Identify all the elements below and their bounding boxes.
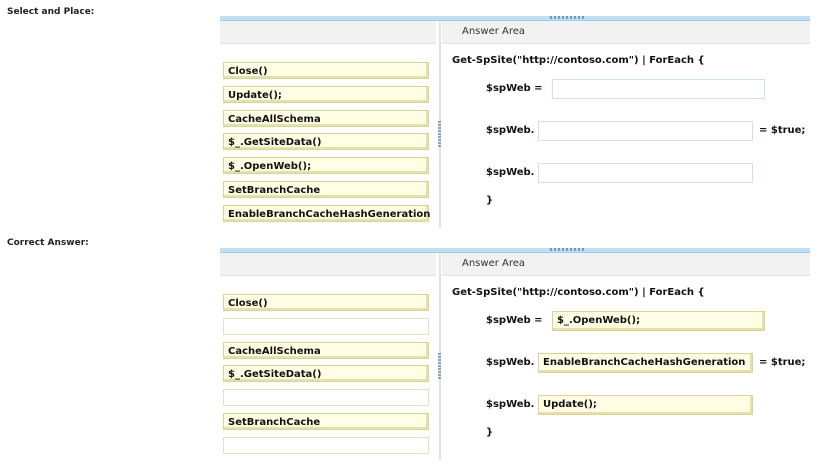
divider-handle[interactable]: [438, 353, 441, 379]
answer-slot-3[interactable]: [538, 163, 753, 183]
code-web-property: $spWeb.: [486, 125, 535, 136]
code-line-foreach: Get-SpSite("http://contoso.com") | ForEa…: [452, 55, 705, 66]
code-web-method: $spWeb.: [486, 167, 535, 178]
answer-slot-1[interactable]: [552, 79, 765, 99]
answer-area: Answer Area Get-SpSite("http://contoso.c…: [442, 21, 810, 228]
code-web-method: $spWeb.: [486, 399, 535, 410]
code-close-brace: }: [486, 427, 494, 438]
answer-area-title: Answer Area: [442, 253, 810, 276]
choice-tile[interactable]: CacheAllSchema: [223, 110, 429, 127]
answer-area: Answer Area Get-SpSite("http://contoso.c…: [442, 253, 810, 460]
code-line-foreach: Get-SpSite("http://contoso.com") | ForEa…: [452, 287, 705, 298]
answer-area-title: Answer Area: [442, 21, 810, 44]
choice-tile[interactable]: Close(): [223, 62, 429, 79]
answer-slot-1[interactable]: $_.OpenWeb();: [552, 311, 765, 331]
answer-slot-2[interactable]: [538, 121, 753, 141]
choice-tile[interactable]: Update();: [223, 86, 429, 103]
panel-divider[interactable]: [438, 21, 441, 228]
answer-slot-3[interactable]: Update();: [538, 395, 753, 415]
choice-tile[interactable]: $_.GetSiteData(): [223, 133, 429, 150]
choice-tile[interactable]: Close(): [223, 294, 429, 311]
choice-tile-empty[interactable]: [223, 437, 429, 454]
code-web-assign: $spWeb =: [486, 315, 543, 326]
code-equals-true: = $true;: [759, 357, 806, 368]
answer-panel: Close() CacheAllSchema $_.GetSiteData() …: [220, 248, 810, 460]
choices-header: [220, 21, 436, 44]
choice-tile-empty[interactable]: [223, 389, 429, 406]
question-panel: Close() Update(); CacheAllSchema $_.GetS…: [220, 16, 810, 228]
correct-answer-label: Correct Answer:: [7, 238, 89, 248]
answer-slot-2[interactable]: EnableBranchCacheHashGeneration: [538, 353, 753, 373]
select-and-place-label: Select and Place:: [7, 7, 95, 17]
choice-tile[interactable]: SetBranchCache: [223, 181, 429, 198]
choice-tile[interactable]: $_.GetSiteData(): [223, 365, 429, 382]
choice-tile[interactable]: SetBranchCache: [223, 413, 429, 430]
choice-tile[interactable]: CacheAllSchema: [223, 342, 429, 359]
code-web-property: $spWeb.: [486, 357, 535, 368]
code-close-brace: }: [486, 195, 494, 206]
choice-tile[interactable]: $_.OpenWeb();: [223, 157, 429, 174]
panel-grip[interactable]: [550, 16, 586, 19]
choices-list: Close() CacheAllSchema $_.GetSiteData() …: [220, 253, 436, 460]
choices-list: Close() Update(); CacheAllSchema $_.GetS…: [220, 21, 436, 228]
choices-header: [220, 253, 436, 276]
panel-grip[interactable]: [550, 248, 586, 251]
panel-top-bar: [220, 248, 810, 253]
panel-top-bar: [220, 16, 810, 21]
divider-handle[interactable]: [438, 121, 441, 147]
choice-tile[interactable]: EnableBranchCacheHashGeneration: [223, 205, 430, 222]
choice-tile-empty[interactable]: [223, 318, 429, 335]
panel-divider[interactable]: [438, 253, 441, 460]
code-web-assign: $spWeb =: [486, 83, 543, 94]
code-equals-true: = $true;: [759, 125, 806, 136]
